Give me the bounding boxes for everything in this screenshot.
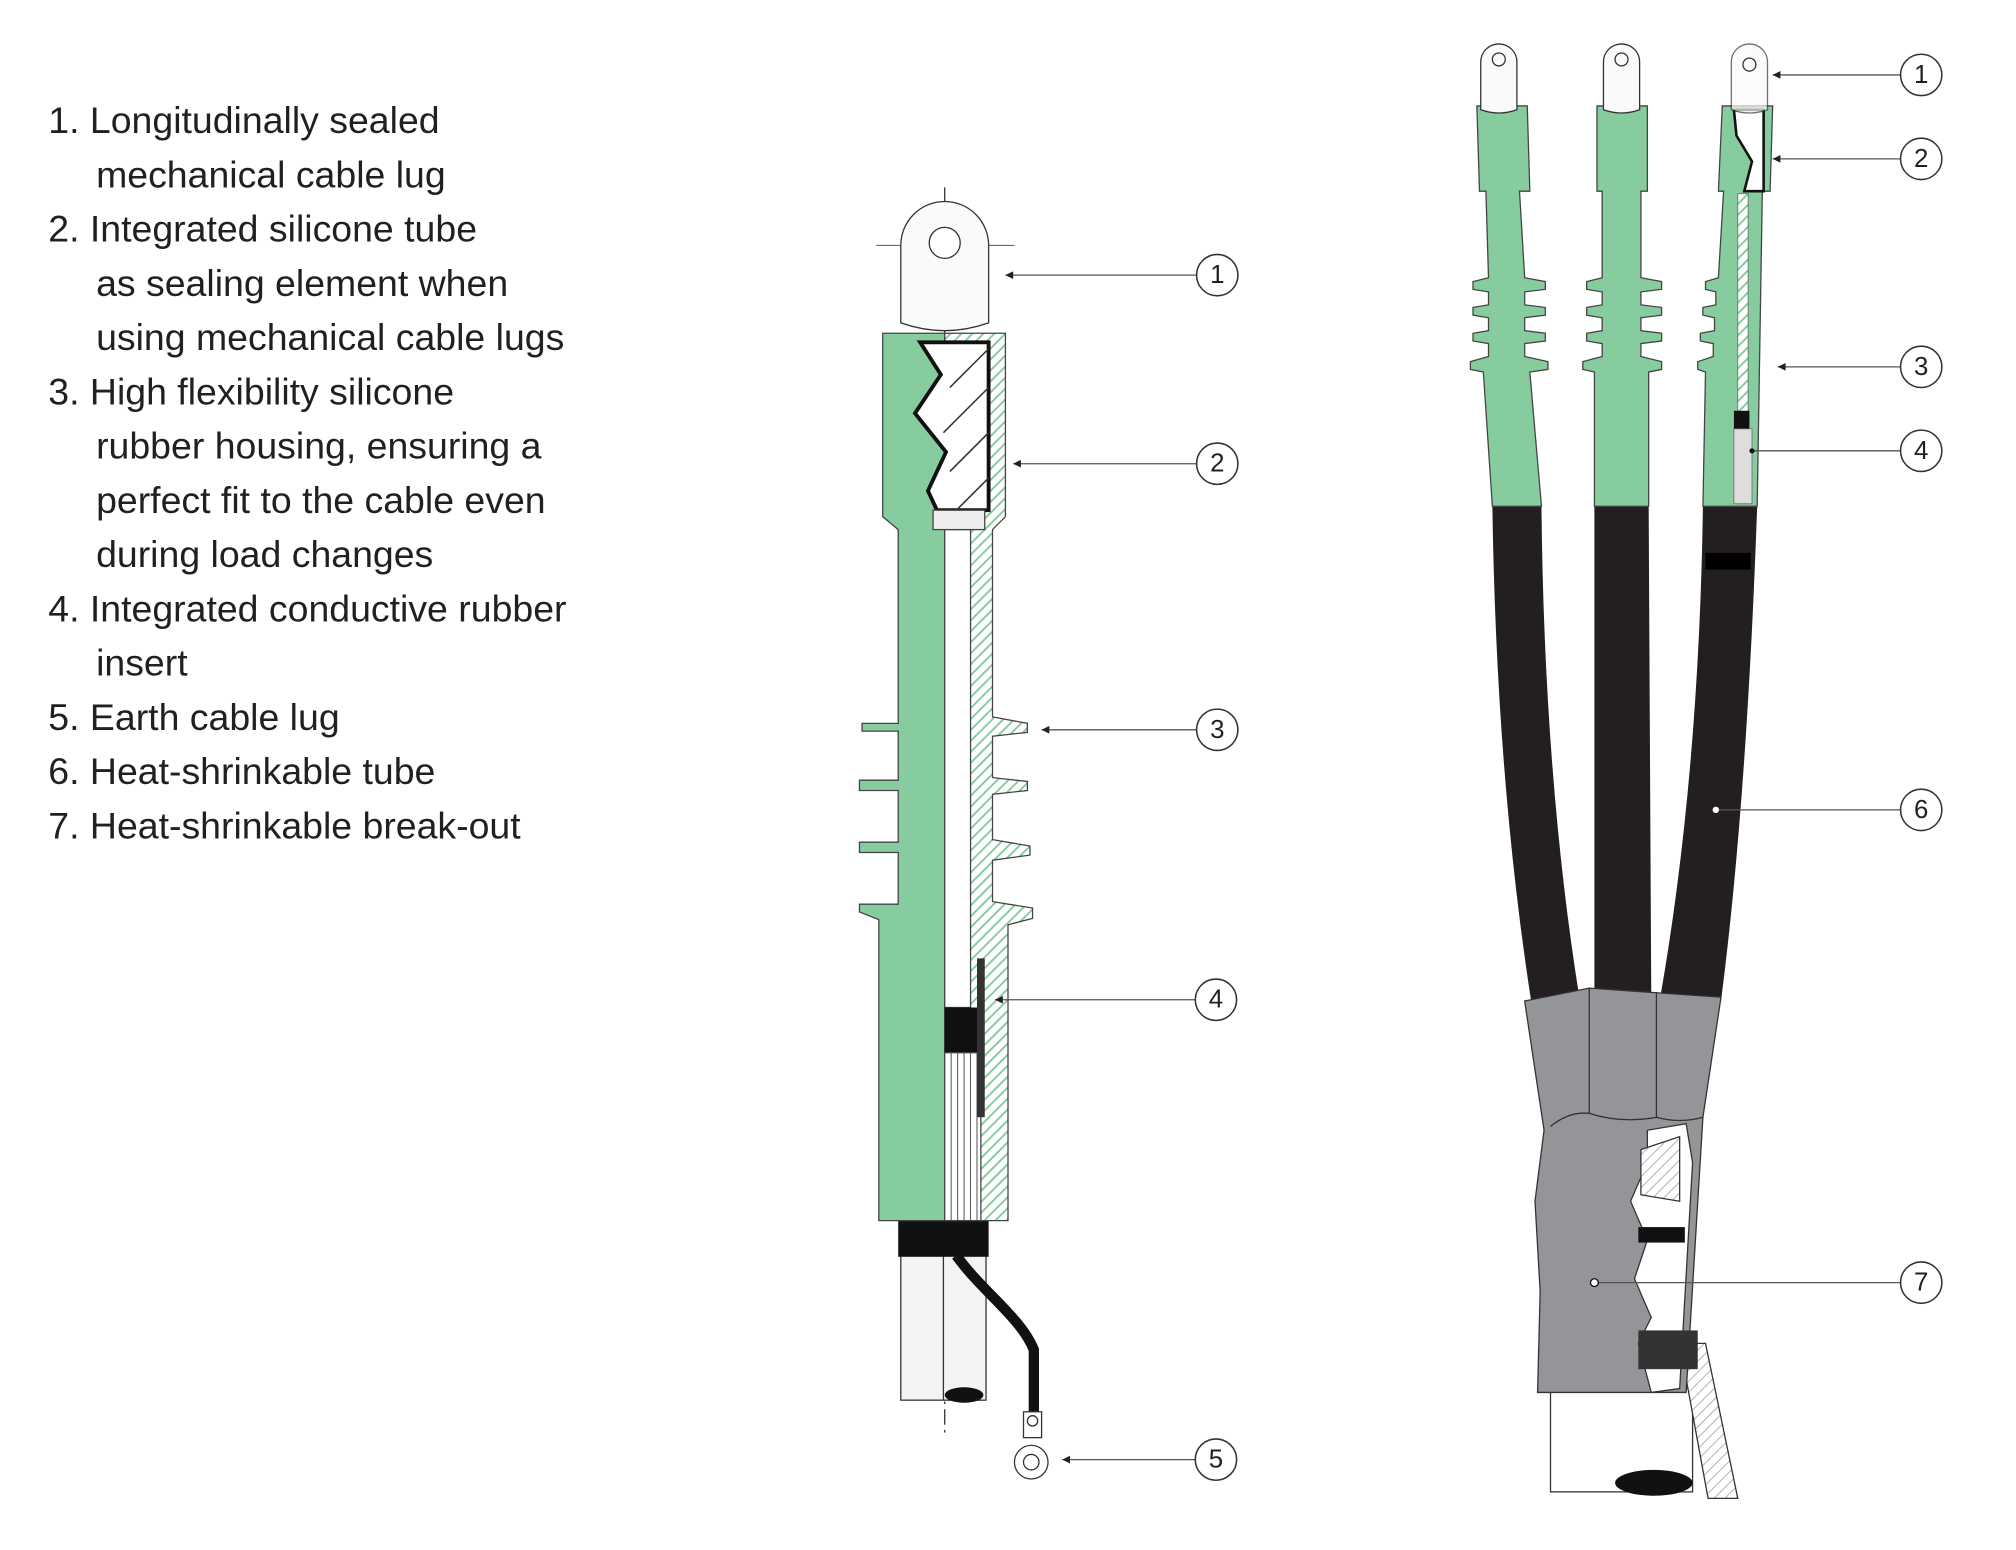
legend: 1. Longitudinally sealed mechanical cabl… xyxy=(48,99,566,846)
legend-item-2-line-2: as sealing element when xyxy=(96,262,508,304)
single-core-termination xyxy=(858,187,1049,1480)
legend-item-5: 5. Earth cable lug xyxy=(48,696,339,738)
callout-circle xyxy=(1899,1261,1943,1305)
callout-number: 4 xyxy=(1209,986,1223,1014)
earth-wire xyxy=(952,1252,1039,1415)
callout-circle xyxy=(1899,345,1943,389)
legend-item-2-line-3: using mechanical cable lugs xyxy=(96,316,564,358)
legend-item-1-line-2: mechanical cable lug xyxy=(96,153,446,195)
callout-circle xyxy=(1195,253,1239,297)
callout-number: 2 xyxy=(1210,450,1224,478)
silicone-tube xyxy=(912,340,991,513)
three-core-callouts: 1 2 3 4 6 7 xyxy=(1589,53,1943,1305)
callout-circle xyxy=(1899,788,1943,832)
callout-circle xyxy=(1195,708,1239,752)
callout-number: 1 xyxy=(1914,61,1928,89)
legend-item-7: 7. Heat-shrinkable break-out xyxy=(48,804,521,846)
legend-item-4-line-2: insert xyxy=(96,642,188,684)
callout-number: 2 xyxy=(1914,145,1928,173)
legend-item-6: 6. Heat-shrinkable tube xyxy=(48,750,435,792)
mechanical-cable-lug xyxy=(1480,43,1769,114)
three-core-termination xyxy=(1469,43,1774,1499)
conductive-insert xyxy=(977,958,985,1118)
single-core-callouts: 1 2 3 4 5 xyxy=(995,253,1239,1482)
callout-circle xyxy=(1899,137,1943,181)
callout-number: 3 xyxy=(1210,716,1224,744)
callout-circle xyxy=(1195,442,1239,486)
legend-item-3-line-3: perfect fit to the cable even xyxy=(96,479,546,521)
silicone-housing xyxy=(1469,105,1774,507)
callout-circle xyxy=(1899,429,1943,473)
legend-item-2-line-1: 2. Integrated silicone tube xyxy=(48,208,477,250)
legend-item-3-line-4: during load changes xyxy=(96,533,433,575)
callout-circle xyxy=(1194,978,1238,1022)
heat-shrinkable-tube xyxy=(1492,506,1758,1002)
callout-number: 1 xyxy=(1210,261,1224,289)
legend-item-3-line-2: rubber housing, ensuring a xyxy=(96,425,542,467)
earth-cable-lug xyxy=(1013,1411,1049,1480)
silicone-housing xyxy=(858,332,946,1222)
legend-item-4-line-1: 4. Integrated conductive rubber xyxy=(48,587,566,629)
legend-item-3-line-1: 3. High flexibility silicone xyxy=(48,370,454,412)
legend-item-1-line-1: 1. Longitudinally sealed xyxy=(48,99,439,141)
callout-number: 6 xyxy=(1914,796,1928,824)
callout-number: 5 xyxy=(1209,1446,1223,1474)
callout-number: 3 xyxy=(1914,353,1928,381)
callout-circle xyxy=(1194,1438,1238,1482)
heat-shrinkable-break-out xyxy=(1523,987,1722,1394)
callout-number: 7 xyxy=(1914,1269,1928,1297)
callout-number: 4 xyxy=(1914,437,1928,465)
mechanical-cable-lug xyxy=(900,200,990,332)
callout-circle xyxy=(1899,53,1943,97)
